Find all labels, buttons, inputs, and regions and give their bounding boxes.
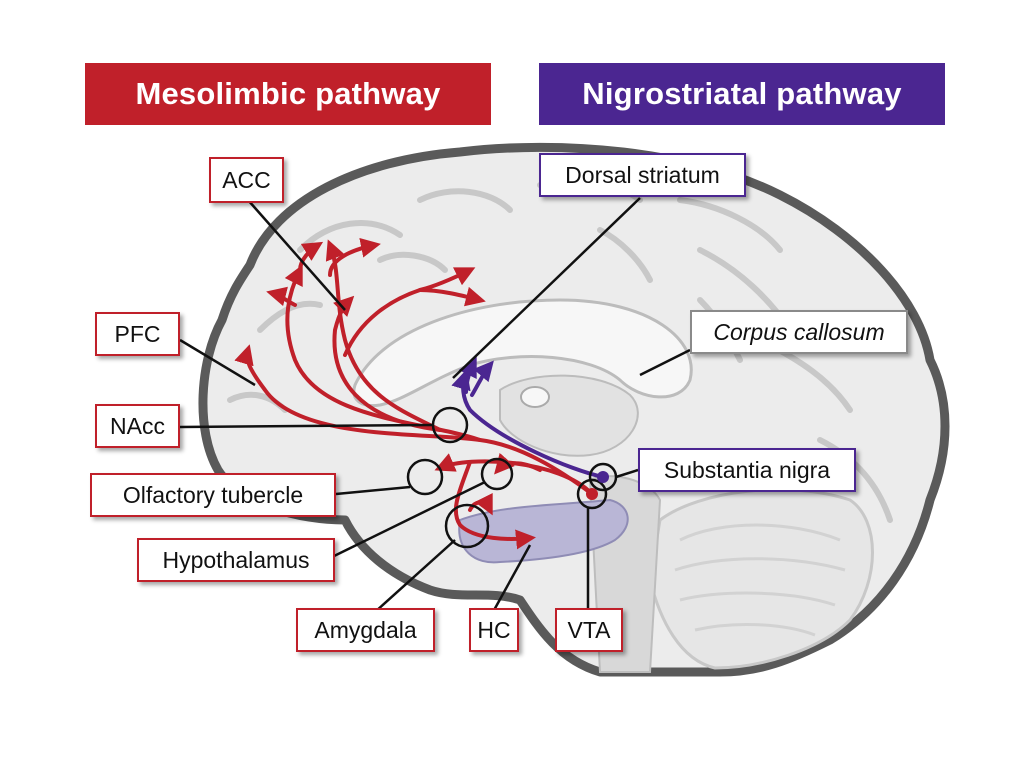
nacc-leader bbox=[179, 423, 434, 429]
corpus-callosum-label: Corpus callosum bbox=[690, 310, 908, 354]
hippocampus-shape bbox=[458, 498, 629, 564]
dorsal-striatum-leader bbox=[452, 197, 641, 379]
hc-label: HC bbox=[469, 608, 519, 652]
amygdala-label: Amygdala bbox=[296, 608, 435, 652]
vta-circle bbox=[576, 478, 608, 510]
pfc-label: PFC bbox=[95, 312, 180, 356]
acc-label: ACC bbox=[209, 157, 284, 203]
nigrostriatal-banner: Nigrostriatal pathway bbox=[539, 63, 945, 125]
olfactory-tubercle-label: Olfactory tubercle bbox=[90, 473, 336, 517]
substantia-nigra-leader bbox=[615, 468, 639, 479]
corpus-callosum-shape bbox=[352, 298, 693, 408]
nacc-label: NAcc bbox=[95, 404, 180, 448]
olfactory-leader bbox=[335, 485, 411, 496]
substantia-nigra-dot bbox=[597, 471, 609, 483]
amygdala-circle bbox=[444, 503, 490, 549]
olfactory-circle bbox=[406, 458, 444, 496]
hypothalamus-circle bbox=[480, 457, 514, 491]
substantia-nigra-label: Substantia nigra bbox=[638, 448, 856, 492]
hc-leader bbox=[491, 544, 532, 613]
striatum-shape bbox=[520, 386, 550, 408]
nigrostriatal-paths bbox=[451, 356, 605, 479]
vta-label: VTA bbox=[555, 608, 623, 652]
corpus-callosum-leader bbox=[639, 348, 691, 377]
hypothalamus-leader bbox=[329, 480, 486, 560]
acc-leader bbox=[247, 199, 346, 311]
cerebellum-folia bbox=[674, 523, 846, 637]
hypothalamus-label: Hypothalamus bbox=[137, 538, 335, 582]
pfc-leader bbox=[179, 338, 256, 387]
leader-lines bbox=[179, 197, 691, 613]
mesolimbic-banner: Mesolimbic pathway bbox=[85, 63, 491, 125]
vta-dot bbox=[586, 488, 598, 500]
dorsal-striatum-label: Dorsal striatum bbox=[539, 153, 746, 197]
amygdala-leader bbox=[374, 539, 456, 613]
cerebellum-shape bbox=[648, 488, 874, 670]
